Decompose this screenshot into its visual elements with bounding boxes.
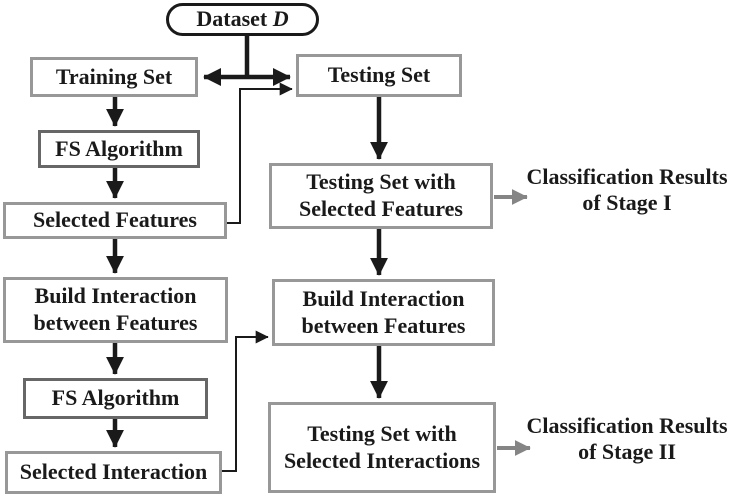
- connector-selected-features-to-testing-set: [227, 82, 293, 224]
- build-interaction-left-node: Build Interaction between Features: [3, 277, 228, 343]
- fs-algorithm-1-label: FS Algorithm: [55, 135, 183, 161]
- testing-selected-features-line2: Selected Features: [299, 196, 463, 221]
- build-interaction-left-line1: Build Interaction: [34, 283, 197, 309]
- connector-selected-interaction-to-build-right: [222, 330, 269, 472]
- dataset-node: Dataset D: [166, 3, 319, 36]
- fs-algorithm-1-node: FS Algorithm: [38, 130, 200, 168]
- stage1-result-line2: of Stage I: [582, 190, 672, 216]
- selected-features-node: Selected Features: [3, 202, 227, 239]
- training-set-label: Training Set: [55, 63, 173, 89]
- selected-interaction-node: Selected Interaction: [5, 451, 222, 494]
- build-interaction-right-line2: between Features: [301, 312, 466, 338]
- stage2-result-line1: Classification Results: [526, 413, 728, 438]
- fs-algorithm-2-label: FS Algorithm: [51, 385, 180, 411]
- build-interaction-right-line1: Build Interaction: [302, 285, 465, 311]
- stage2-result-label: Classification Results of Stage II: [512, 413, 742, 466]
- selected-interaction-label: Selected Interaction: [19, 459, 208, 485]
- stage1-result-line1: Classification Results: [526, 164, 728, 189]
- testing-selected-interactions-line1: Testing Set with: [307, 420, 457, 446]
- fs-algorithm-2-node: FS Algorithm: [23, 378, 208, 419]
- stage2-result-line2: of Stage II: [578, 439, 676, 465]
- dataset-variable: D: [272, 6, 289, 32]
- testing-set-label: Testing Set: [327, 62, 431, 88]
- build-interaction-left-line2: between Features: [33, 310, 198, 335]
- stage1-result-label: Classification Results of Stage I: [512, 164, 742, 217]
- testing-selected-features-line1: Testing Set with: [306, 169, 456, 195]
- dataset-label: Dataset D: [196, 6, 288, 33]
- testing-selected-interactions-line2: Selected Interactions: [283, 447, 481, 473]
- testing-selected-interactions-node: Testing Set with Selected Interactions: [268, 402, 496, 493]
- testing-set-node: Testing Set: [296, 54, 462, 97]
- build-interaction-right-node: Build Interaction between Features: [272, 279, 495, 346]
- testing-selected-features-node: Testing Set with Selected Features: [269, 163, 493, 229]
- training-set-node: Training Set: [30, 57, 198, 97]
- dataset-label-text: Dataset: [196, 6, 268, 32]
- selected-features-label: Selected Features: [33, 207, 197, 233]
